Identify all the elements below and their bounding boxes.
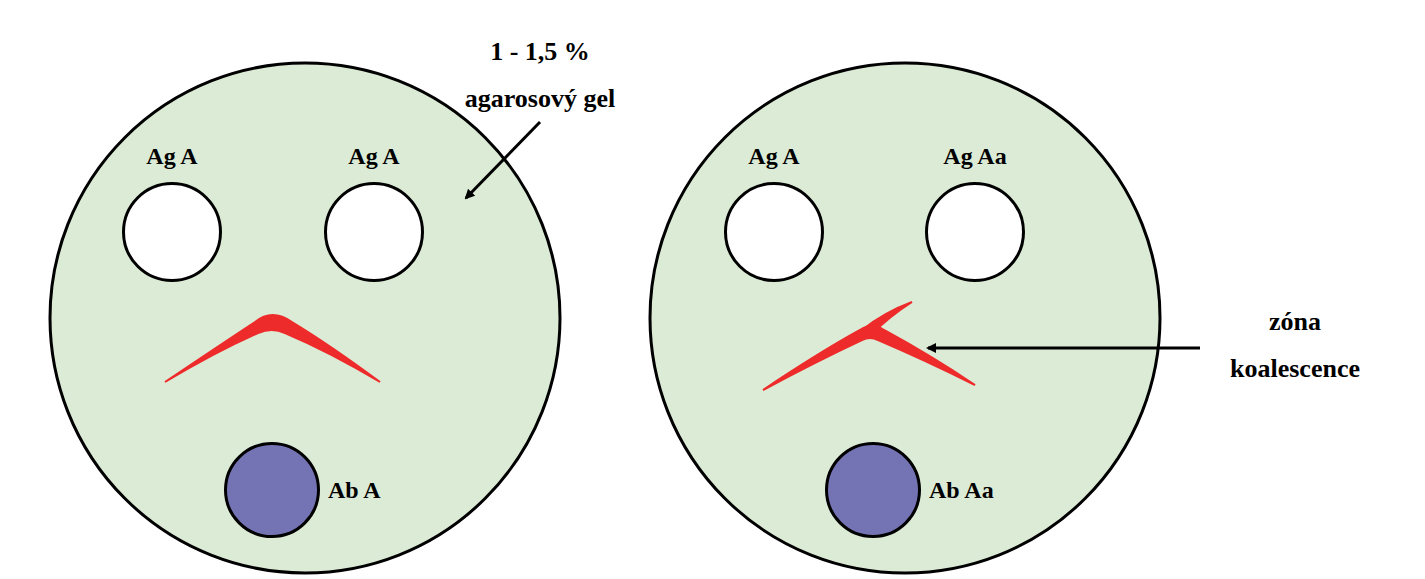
well-label: Ag Aa: [943, 142, 1006, 170]
coalescence-label: zóna koalescence: [1210, 298, 1380, 392]
well-label: Ab A: [328, 476, 381, 504]
antigen-well: Ag Aa: [925, 182, 1025, 282]
well-outline: [825, 442, 921, 538]
well-outline: [925, 182, 1025, 282]
well-label: Ag A: [748, 142, 799, 170]
well-outline: [122, 182, 222, 282]
well-outline: [724, 182, 824, 282]
antibody-well: Ab A: [224, 442, 320, 538]
leader-arrow: [466, 122, 540, 198]
well-outline: [224, 442, 320, 538]
agarose-plate: [50, 63, 560, 573]
antibody-well: Ab Aa: [825, 442, 921, 538]
well-label: Ag A: [348, 142, 399, 170]
antigen-well: Ag A: [724, 182, 824, 282]
agarose-plate: [650, 63, 1160, 573]
leader-arrow: [928, 347, 1200, 350]
precipitation-spur: [862, 302, 912, 334]
precipitation-line: [763, 326, 975, 390]
precipitation-line: [165, 315, 380, 382]
well-label: Ab Aa: [929, 476, 994, 504]
antigen-well: Ag A: [122, 182, 222, 282]
antigen-well: Ag A: [324, 182, 424, 282]
gel-label: 1 - 1,5 % agarosový gel: [435, 28, 645, 122]
well-outline: [324, 182, 424, 282]
well-label: Ag A: [146, 142, 197, 170]
